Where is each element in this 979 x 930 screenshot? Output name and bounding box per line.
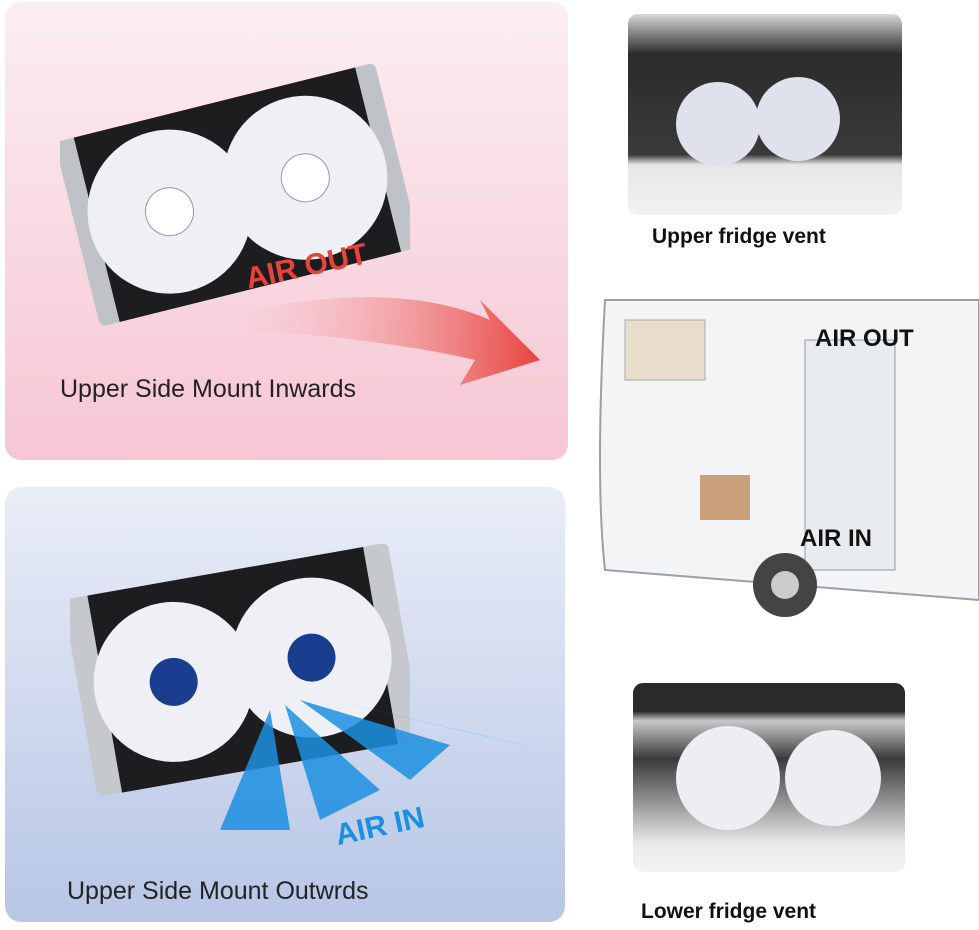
dual-fan-outwards <box>70 543 410 796</box>
air-out-arrow <box>250 297 540 385</box>
lower-vent-photo <box>633 683 905 872</box>
dual-fan-inwards <box>60 63 410 326</box>
lower-vent-caption: Lower fridge vent <box>641 900 817 923</box>
rv-air-out-label: AIR OUT <box>815 325 914 352</box>
rv-diagram <box>599 299 979 617</box>
outwards-caption: Upper Side Mount Outwrds <box>67 877 369 905</box>
upper-vent-photo <box>628 14 902 215</box>
upper-vent-caption: Upper fridge vent <box>652 225 826 248</box>
inwards-caption: Upper Side Mount Inwards <box>60 375 356 403</box>
rv-air-in-label: AIR IN <box>800 525 872 552</box>
air-in-arrows <box>220 695 545 830</box>
